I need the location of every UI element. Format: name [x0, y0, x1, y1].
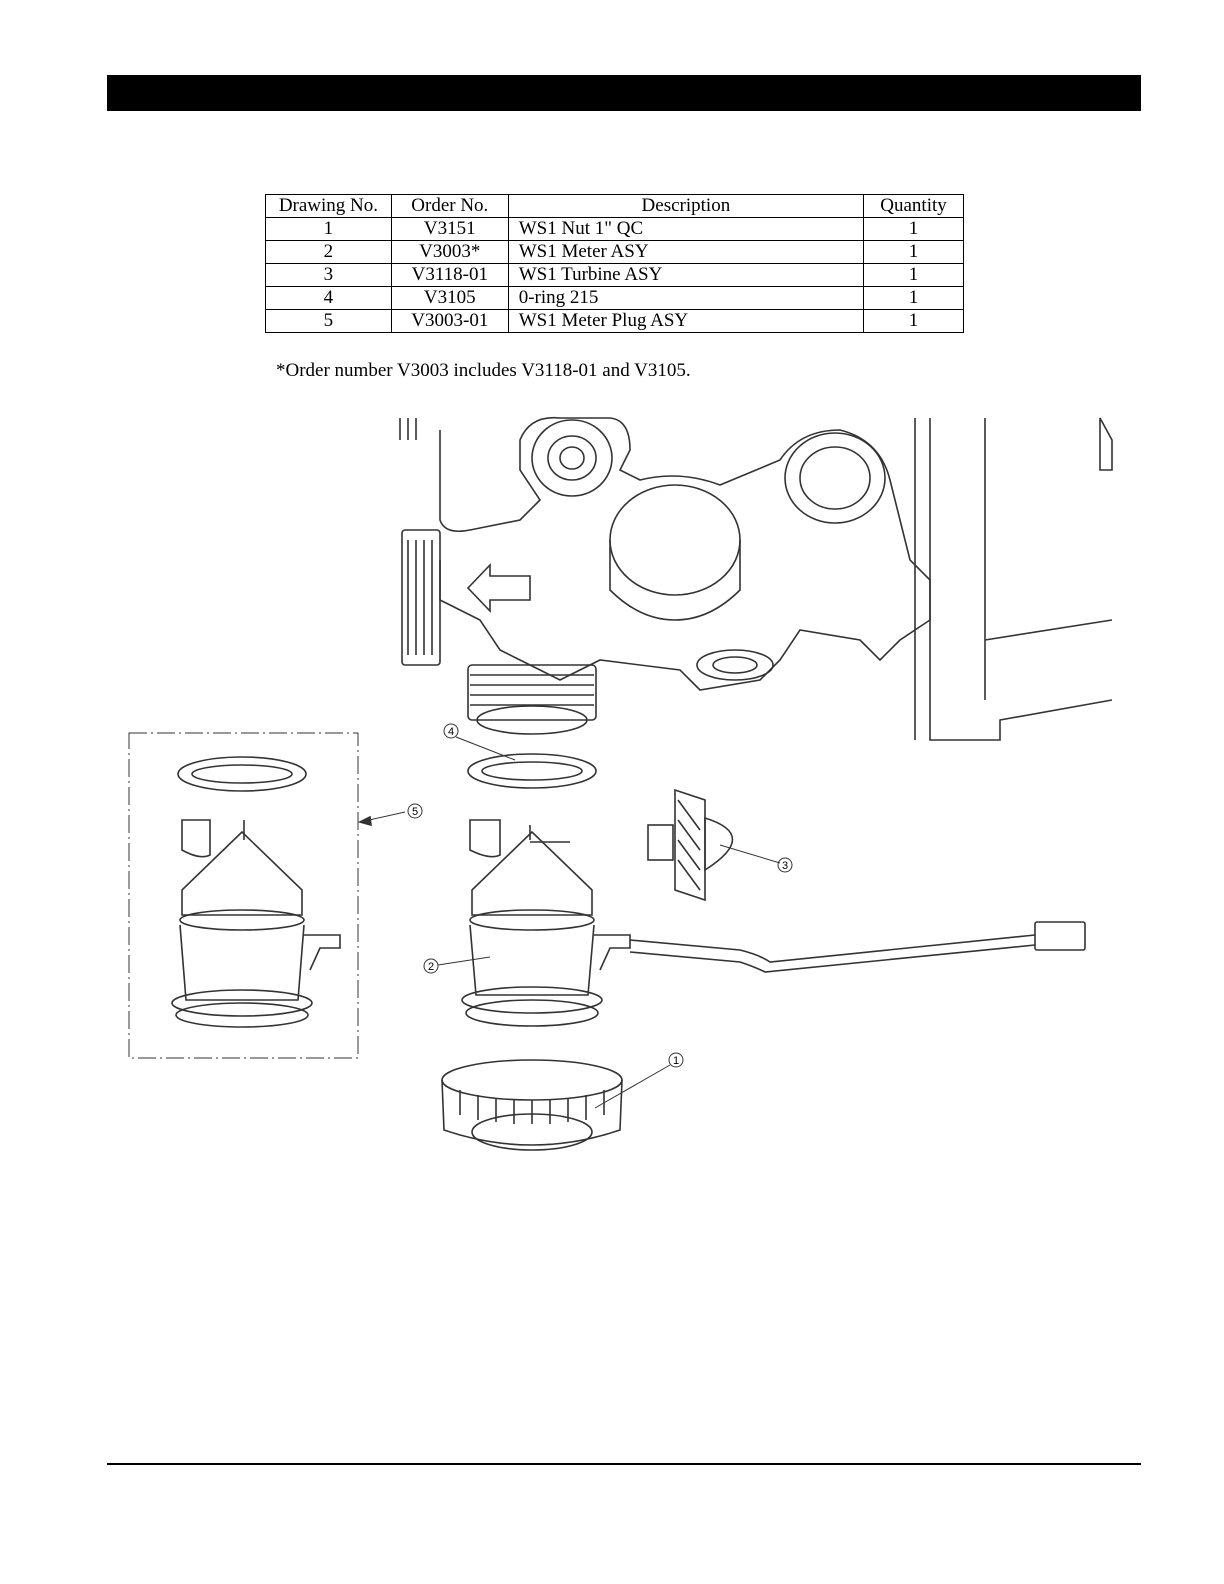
- footer-rule: [107, 1463, 1141, 1465]
- callout-label-3: 3: [782, 860, 788, 872]
- meter-plug-assembly: [172, 757, 340, 1027]
- callout-label-1: 1: [673, 1055, 679, 1067]
- meter-assembly: [462, 820, 1085, 1026]
- valve-body: [400, 418, 1112, 740]
- nut: [442, 1060, 622, 1150]
- turbine-assembly: [648, 790, 733, 900]
- callout-label-4: 4: [448, 726, 454, 738]
- callout-4: 4: [444, 724, 515, 760]
- callout-1: 1: [595, 1053, 683, 1108]
- callout-3: 3: [720, 845, 792, 872]
- callout-2: 2: [424, 957, 490, 973]
- meter-plug-group-box: [129, 733, 358, 1058]
- callout-label-5: 5: [412, 806, 418, 818]
- callout-label-2: 2: [428, 961, 434, 973]
- callout-5: 5: [360, 804, 422, 825]
- o-ring: [468, 754, 596, 788]
